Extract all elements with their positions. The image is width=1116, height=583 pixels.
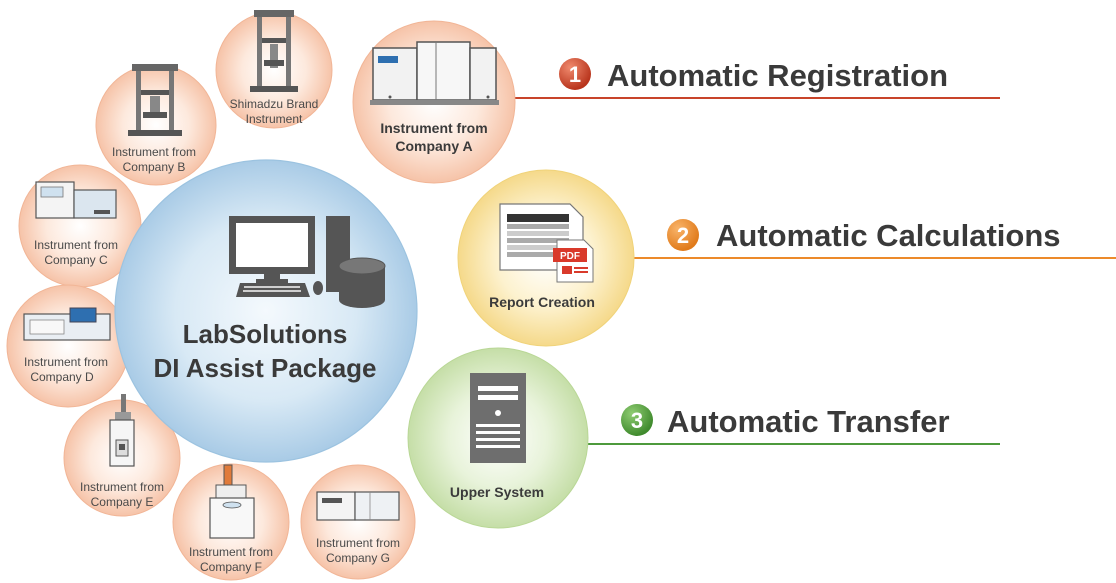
- hplc-instrument-icon: [370, 41, 499, 105]
- center-title-line2: DI Assist Package: [153, 353, 376, 383]
- step-1-label: Automatic Registration: [607, 58, 948, 93]
- company-e-label-line2: Company E: [91, 495, 154, 509]
- company-f-label-line1: Instrument from: [189, 545, 273, 559]
- titrator-instrument-icon: [109, 394, 135, 467]
- testing-machine-icon: [250, 10, 298, 92]
- company-g-label-line2: Company G: [326, 551, 390, 565]
- company-c-label-line1: Instrument from: [34, 238, 118, 252]
- company-a-label-line1: Instrument from: [380, 120, 487, 136]
- step-1-badge: [559, 58, 591, 90]
- company-f-label-line2: Company F: [200, 560, 262, 574]
- company-a-label-line2: Company A: [395, 138, 472, 154]
- balance-instrument-icon: [209, 464, 255, 539]
- database-icon: [338, 257, 386, 308]
- instrument-company-a: Instrument from Company A: [352, 20, 516, 184]
- step-2-label: Automatic Calculations: [716, 218, 1061, 253]
- report-creation-label: Report Creation: [489, 294, 595, 310]
- step-1: 1 Automatic Registration: [559, 58, 948, 93]
- step-2-badge: [667, 219, 699, 251]
- chromatograph-instrument-icon: [316, 491, 400, 521]
- company-d-label-line2: Company D: [30, 370, 94, 384]
- shimadzu-label-line1: Shimadzu Brand: [230, 97, 319, 111]
- company-b-label-line1: Instrument from: [112, 145, 196, 159]
- instrument-shimadzu: Shimadzu Brand Instrument: [215, 10, 333, 129]
- pdf-icon: PDF: [553, 239, 594, 283]
- company-d-label-line1: Instrument from: [24, 355, 108, 369]
- company-b-label-line2: Company B: [123, 160, 186, 174]
- labsolutions-center-node: LabSolutions DI Assist Package: [114, 159, 418, 463]
- company-c-label-line2: Company C: [44, 253, 108, 267]
- shimadzu-label-line2: Instrument: [246, 112, 303, 126]
- instrument-company-d: Instrument from Company D: [6, 284, 130, 408]
- computer-icon: [229, 216, 350, 297]
- step-1-number: 1: [569, 62, 581, 87]
- step-2: 2 Automatic Calculations: [667, 218, 1061, 253]
- pdf-badge-text: PDF: [560, 251, 580, 262]
- instrument-company-f: Instrument from Company F: [172, 463, 290, 581]
- company-g-label-line1: Instrument from: [316, 536, 400, 550]
- step-3-badge: [621, 404, 653, 436]
- spectrometer-instrument-icon: [23, 307, 111, 341]
- testing-machine-icon: [128, 64, 182, 136]
- instrument-company-g: Instrument from Company G: [300, 464, 416, 580]
- instrument-company-c: Instrument from Company C: [18, 164, 142, 288]
- instrument-company-b: Instrument from Company B: [95, 64, 217, 186]
- server-icon: [470, 373, 526, 463]
- report-creation-node: PDF Report Creation: [457, 169, 635, 347]
- step-3-number: 3: [631, 408, 643, 433]
- step-3: 3 Automatic Transfer: [621, 404, 950, 439]
- upper-system-node: Upper System: [407, 347, 589, 529]
- step-2-number: 2: [677, 223, 689, 248]
- company-e-label-line1: Instrument from: [80, 480, 164, 494]
- upper-system-label: Upper System: [450, 484, 544, 500]
- step-3-label: Automatic Transfer: [667, 404, 950, 439]
- analyzer-instrument-icon: [35, 181, 117, 219]
- center-title-line1: LabSolutions: [183, 319, 348, 349]
- instrument-company-e: Instrument from Company E: [63, 394, 181, 517]
